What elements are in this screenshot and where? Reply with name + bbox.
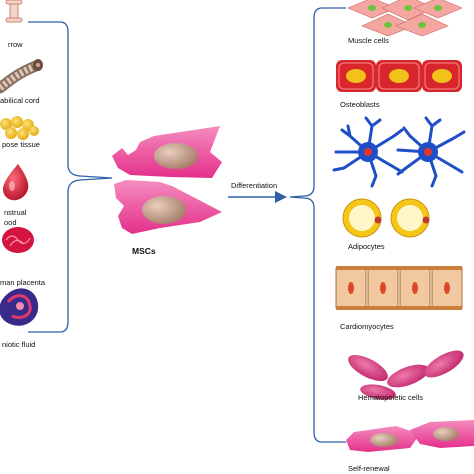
target-label-muscle-cells: Muscle cells [348,36,389,45]
target-label-hematopoietic: Hematopoietic cells [358,393,424,402]
source-label-amniotic-fluid: niotic fluid [2,340,36,349]
umbilical-cord-icon [0,59,43,94]
target-label-cardiomyocytes: Cardiomyocytes [340,322,394,331]
msc-label: MSCs [132,246,156,256]
target-label-osteoblasts: Osteoblasts [340,100,380,109]
osteoblasts-icon [336,60,462,92]
self-renewal-icon [346,420,474,452]
source-label-placenta: man placenta [0,278,46,287]
source-label-adipose-tissue: pose tissue [2,140,40,149]
menstrual-blood-drop-icon [2,164,29,201]
amniotic-fluid-icon [0,288,39,326]
sources-bracket [28,21,113,333]
hematopoietic-cells-icon [348,350,464,400]
source-label-bone-marrow: rrow [8,40,23,49]
adipocytes-icon [342,198,430,238]
differentiation-label: Differentiation [231,181,278,190]
placenta-icon [2,227,34,253]
msc-cell-bottom [114,180,222,234]
muscle-cells-icon [347,0,463,37]
source-label-umbilical-cord: abilical cord [0,96,40,105]
target-label-adipocytes: Adipocytes [348,242,385,251]
msc-cell-top [112,126,222,178]
target-label-self-renewal: Self-renewal [348,464,390,473]
source-label-menstrual-1: nstrual [4,208,27,217]
cardiomyocytes-icon [335,266,463,310]
source-label-menstrual-2: ood [4,218,17,227]
bone-marrow-icon [5,0,23,23]
targets-bracket [289,7,346,443]
adipose-tissue-icon [0,116,39,140]
neural-cells-icon [332,116,466,188]
